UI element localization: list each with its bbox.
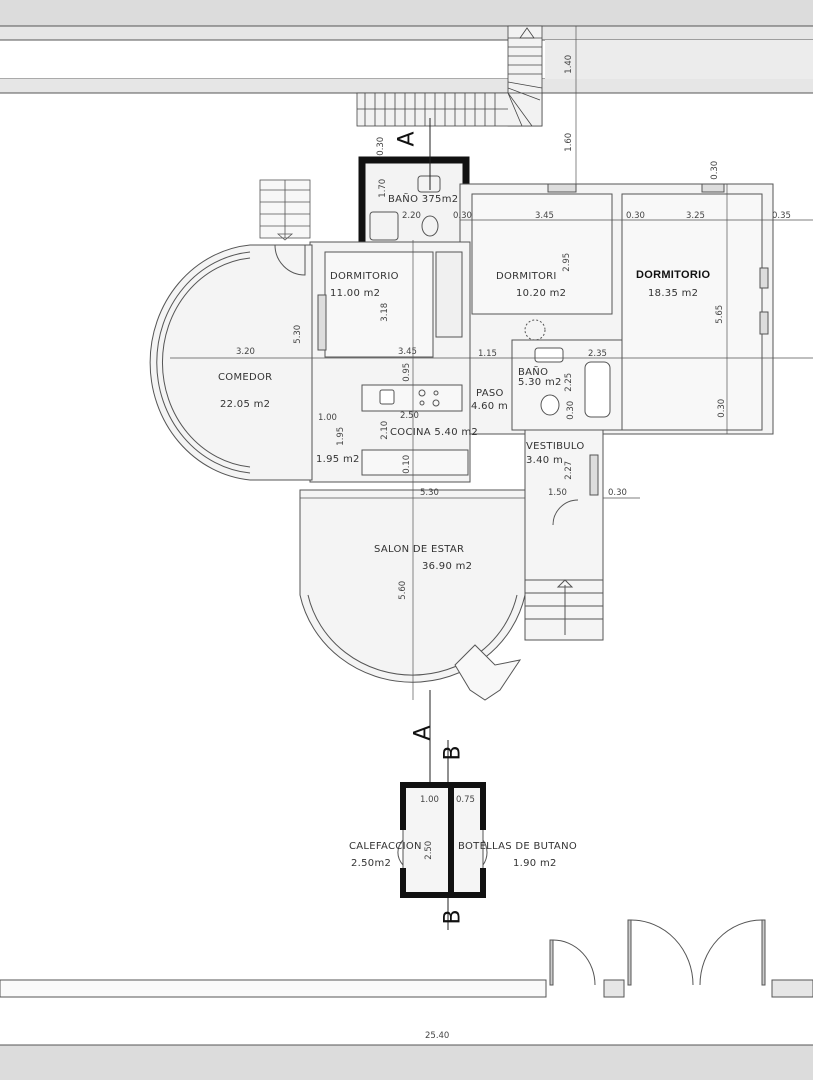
room-name-dormitorio-3: DORMITORIO	[636, 269, 711, 281]
room-name-bano-middle: BAÑO	[518, 367, 549, 378]
top-staircase	[356, 25, 543, 127]
room-name-dormitori-2: DORMITORI	[496, 271, 557, 282]
room-name-salon: SALON DE ESTAR	[374, 544, 465, 555]
dim-bano-0-30: 0.30	[566, 400, 577, 420]
entry-stairs	[524, 429, 604, 641]
comedor-curve	[149, 244, 313, 481]
dim-d3-0-30: 0.30	[626, 211, 645, 221]
dim-d3-0-35: 0.35	[772, 211, 791, 221]
bath-middle	[511, 319, 623, 431]
dim-coc-2-10: 2.10	[380, 420, 391, 440]
dim-com-5-30: 5.30	[293, 324, 304, 344]
room-area-comedor: 22.05 m2	[220, 399, 271, 410]
dim-ext-2-50: 2.50	[424, 840, 435, 860]
dim-d3-3-25: 3.25	[686, 211, 705, 221]
dim-bath-1-70: 1.70	[378, 178, 389, 198]
central-block	[309, 241, 471, 483]
room-area-dormitorio-3: 18.35 m2	[648, 288, 699, 299]
dim-1-60: 1.60	[564, 132, 575, 152]
dim-vest-2-27: 2.27	[564, 460, 575, 480]
room-name-comedor: COMEDOR	[218, 372, 273, 383]
dim-1-40: 1.40	[564, 54, 575, 74]
room-area-dormitori-2: 10.20 m2	[516, 288, 567, 299]
section-marker-b-bottom: B	[440, 909, 466, 925]
dim-d2-2-95: 2.95	[562, 252, 573, 272]
dim-bano-2-25: 2.25	[564, 372, 575, 392]
room-label-cocina: COCINA 5.40 m2	[390, 427, 479, 438]
room-name-butano: BOTELLAS DE BUTANO	[458, 841, 578, 852]
dim-salon-5-30: 5.30	[420, 488, 439, 498]
room-area-salon: 36.90 m2	[422, 561, 473, 572]
dim-ext-1-00: 1.00	[420, 795, 439, 805]
section-marker-a-top: A	[394, 131, 420, 147]
dim-coc-1-00: 1.00	[318, 413, 337, 423]
dim-bath-0-30b: 0.30	[453, 211, 472, 221]
dim-mid-1-15: 1.15	[478, 349, 497, 359]
section-marker-b-top: B	[440, 745, 466, 761]
dim-salon-0-30: 0.30	[608, 488, 627, 498]
room-name-dormitorio-1: DORMITORIO	[330, 271, 399, 282]
utility-rooms	[397, 782, 488, 898]
dim-bano-2-35: 2.35	[588, 349, 607, 359]
room-label-bano-top: BAÑO 375m2	[388, 194, 459, 205]
dim-coc-1-95: 1.95	[336, 426, 347, 446]
room-area-vestibulo: 3.40 m	[526, 455, 563, 466]
dim-mid-3-45: 3.45	[398, 347, 417, 357]
bano-top	[358, 156, 470, 243]
room-name-calefaccion: CALEFACCION	[349, 841, 422, 852]
dim-mid-0-95: 0.95	[402, 362, 413, 382]
dim-d3-0-30b: 0.30	[717, 398, 728, 418]
dim-bath-2-20: 2.20	[402, 211, 421, 221]
dim-d3-top-0-30: 0.30	[710, 160, 721, 180]
room-area-butano: 1.90 m2	[513, 858, 557, 869]
dim-bath-0-30: 0.30	[376, 136, 387, 156]
bottom-wall	[0, 919, 813, 998]
room-area-calefaccion: 2.50m2	[351, 858, 392, 869]
dim-coc-2-50: 2.50	[400, 411, 419, 421]
room-area-dormitorio-1: 11.00 m2	[330, 288, 381, 299]
dim-coc-0-10: 0.10	[402, 454, 413, 474]
room-area-bano-middle: 5.30 m2	[518, 377, 562, 388]
bedroom-block	[459, 183, 774, 435]
dim-d1-3-18: 3.18	[380, 302, 391, 322]
room-area-paso: 4.60 m	[471, 401, 508, 412]
dim-d3-5-65: 5.65	[715, 304, 726, 324]
salon-shape	[299, 489, 526, 701]
dim-salon-5-60: 5.60	[398, 580, 409, 600]
room-area-pantry: 1.95 m2	[316, 454, 360, 465]
dim-salon-1-50: 1.50	[548, 488, 567, 498]
section-marker-a-bottom: A	[410, 725, 436, 741]
dim-com-3-20: 3.20	[236, 347, 255, 357]
room-name-paso: PASO	[476, 388, 504, 399]
dim-d2-3-45: 3.45	[535, 211, 554, 221]
dim-ext-0-75: 0.75	[456, 795, 475, 805]
overall-dimension: 25.40	[425, 1031, 450, 1041]
room-name-vestibulo: VESTIBULO	[526, 441, 585, 452]
side-staircase	[259, 179, 311, 241]
